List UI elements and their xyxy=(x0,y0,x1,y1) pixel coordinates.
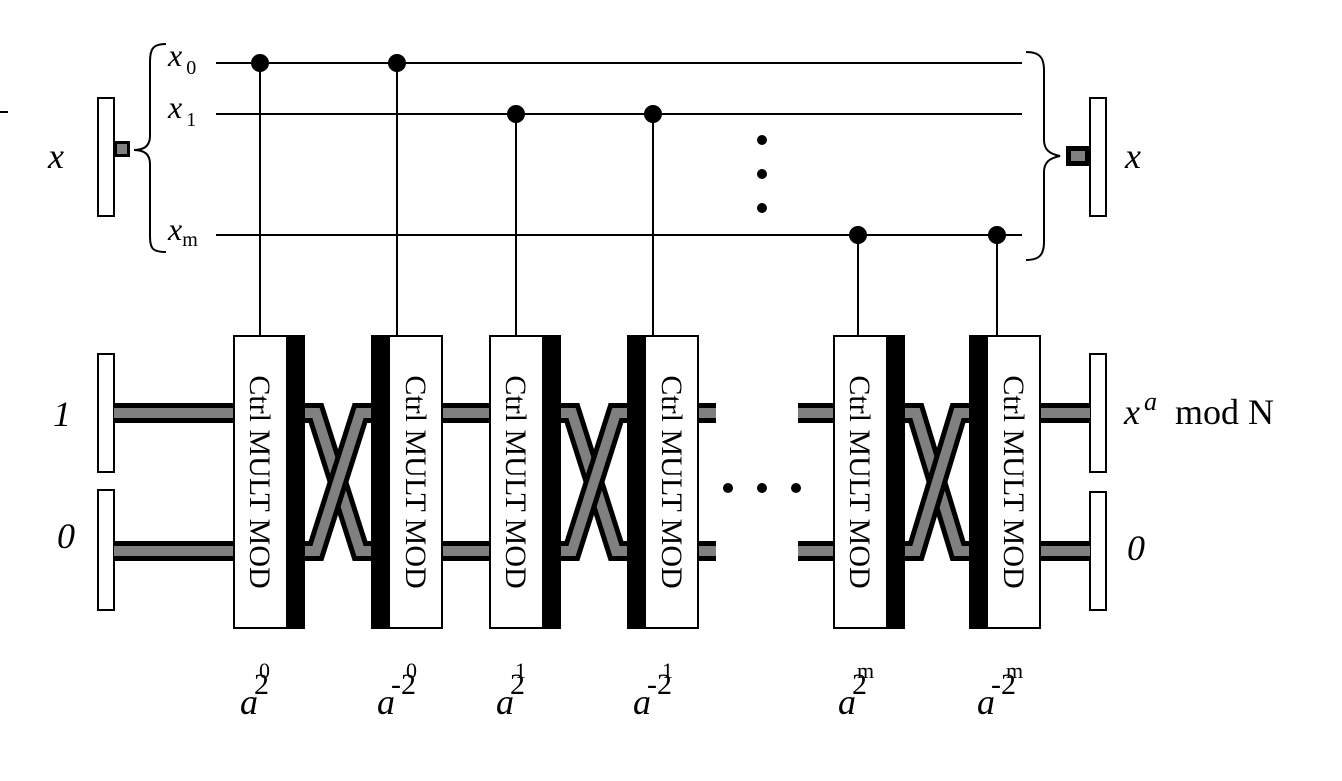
gate-label: Ctrl MULT MOD xyxy=(655,375,688,588)
ctrl-mult-mod-gate: Ctrl MULT MOD a-21 xyxy=(627,105,699,722)
right-brace xyxy=(1025,51,1061,261)
bus-segment xyxy=(1040,403,1090,561)
gate-param: a2m xyxy=(838,658,874,722)
gate-param: a20 xyxy=(240,658,270,722)
bus-ellipsis xyxy=(723,483,801,493)
ctrl-mult-mod-gate: Ctrl MULT MOD a-2m xyxy=(969,226,1041,722)
qubit-label-xm: xm xyxy=(167,211,198,251)
gate-param: a-2m xyxy=(977,658,1023,722)
bus-segment xyxy=(442,403,490,561)
bus-input-register-1 xyxy=(97,353,115,473)
gate-label: Ctrl MULT MOD xyxy=(399,375,432,588)
gate-param: a-20 xyxy=(377,658,417,722)
bus-segment xyxy=(560,403,628,561)
control-dot xyxy=(849,226,867,244)
control-dot xyxy=(507,105,525,123)
gate-label: Ctrl MULT MOD xyxy=(499,375,532,588)
gate-bar xyxy=(628,336,646,628)
ctrl-mult-mod-gate: Ctrl MULT MOD a2m xyxy=(833,226,905,722)
bus-wires xyxy=(114,403,1090,561)
output-register-box xyxy=(1089,97,1107,217)
bus-input-register-0 xyxy=(97,489,115,611)
control-dot xyxy=(251,54,269,72)
bus-output-register-top xyxy=(1089,353,1107,473)
ctrl-mult-mod-gate: Ctrl MULT MOD a21 xyxy=(489,105,561,722)
gate-param: a-21 xyxy=(633,658,673,722)
ctrl-mult-mod-gate: Ctrl MULT MOD a20 xyxy=(233,54,305,722)
control-qubit-m: xm xyxy=(167,211,1022,251)
gate-label: Ctrl MULT MOD xyxy=(243,375,276,588)
input-register-label: x xyxy=(47,136,64,176)
bus-segment xyxy=(304,403,372,561)
bus-output-register-bottom xyxy=(1089,491,1107,611)
bus-segment xyxy=(798,403,834,561)
left-brace xyxy=(133,43,167,253)
output-register: x xyxy=(1066,97,1141,217)
gate-bar xyxy=(286,336,304,628)
control-dot xyxy=(388,54,406,72)
ctrl-mult-mod-gate: Ctrl MULT MOD a-20 xyxy=(371,54,443,722)
input-register-box xyxy=(97,97,115,217)
control-dot xyxy=(644,105,662,123)
bus-segment xyxy=(904,403,970,561)
qubit-ellipsis xyxy=(757,135,767,213)
bus-segment xyxy=(114,403,234,561)
output-register-label: x xyxy=(1124,136,1141,176)
gate-label: Ctrl MULT MOD xyxy=(843,375,876,588)
bus-input-label-0: 0 xyxy=(57,516,75,556)
bus-segment xyxy=(698,403,716,561)
bus-input-registers: 1 0 xyxy=(53,353,115,611)
gate-bar xyxy=(542,336,560,628)
gate-param: a21 xyxy=(496,658,526,722)
gate-bar xyxy=(970,336,988,628)
bus-input-label-1: 1 xyxy=(53,394,71,434)
input-register: x xyxy=(47,97,130,217)
gate-label: Ctrl MULT MOD xyxy=(997,375,1030,588)
control-dot xyxy=(988,226,1006,244)
gate-bar xyxy=(372,336,390,628)
bus-output-label-bottom: 0 xyxy=(1127,528,1145,568)
gate-bar xyxy=(886,336,904,628)
